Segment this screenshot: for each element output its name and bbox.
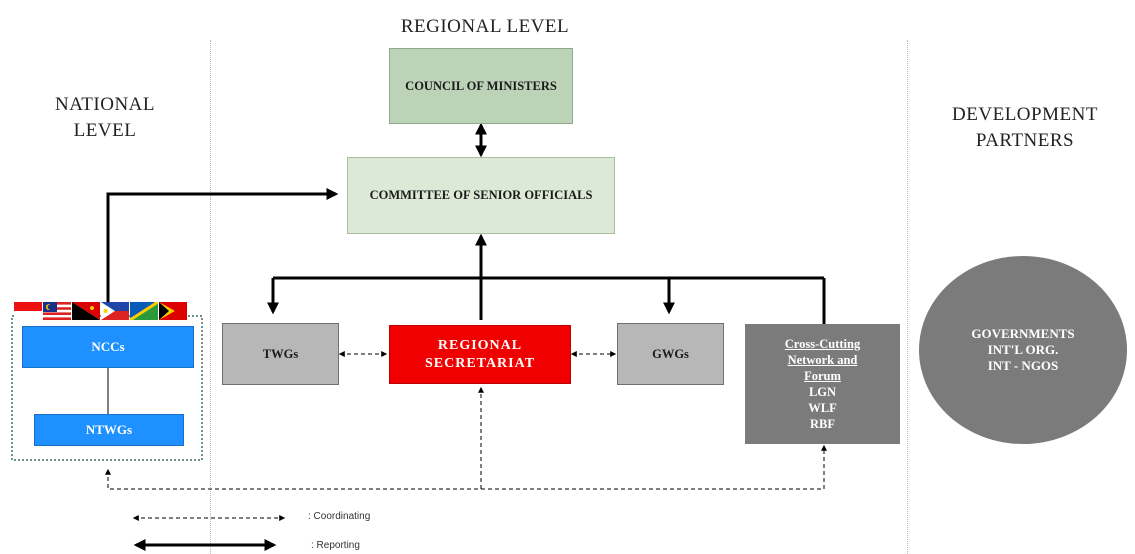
development-partners-circle: GOVERNMENTS INT'L ORG. INT - NGOS — [919, 256, 1127, 444]
cross-cutting-title-line2: Network and — [787, 353, 858, 367]
cross-cutting-title-line1: Cross-Cutting — [784, 337, 861, 351]
development-partners-heading: DEVELOPMENT PARTNERS — [952, 104, 1098, 151]
national-level-heading: NATIONAL LEVEL — [54, 94, 156, 141]
partners-line-intl-org: INT'L ORG. — [987, 342, 1059, 357]
divider-regional-partners — [907, 40, 908, 554]
regional-secretariat-box: REGIONAL SECRETARIAT — [389, 325, 571, 384]
council-of-ministers-box: COUNCIL OF MINISTERS — [389, 48, 573, 124]
philippines-flag — [101, 302, 129, 320]
gwgs-box: GWGs — [617, 323, 724, 385]
cross-cutting-item-rbf: RBF — [810, 417, 835, 431]
ntwgs-box: NTWGs — [34, 414, 184, 446]
cross-cutting-item-wlf: WLF — [808, 401, 837, 415]
coordinating-loop — [105, 444, 827, 490]
member-country-flags — [14, 302, 187, 320]
partners-line-governments: GOVERNMENTS — [971, 326, 1075, 341]
national-frame — [11, 315, 203, 461]
malaysia-flag — [43, 302, 71, 320]
nccs-box: NCCs — [22, 326, 194, 368]
partners-line-int-ngos: INT - NGOS — [987, 358, 1059, 373]
legend-reporting-label: : Reporting — [311, 540, 360, 551]
twgs-box: TWGs — [222, 323, 339, 385]
solomon-islands-flag — [130, 302, 158, 320]
reporting-arrow-ncc-cso — [106, 188, 339, 310]
cross-cutting-box: Cross-Cutting Network and Forum LGN WLF … — [745, 324, 900, 444]
papua-new-guinea-flag — [72, 302, 100, 320]
divider-national-regional — [210, 40, 211, 554]
cross-cutting-title-line3: Forum — [804, 369, 841, 383]
indonesia-flag — [14, 302, 42, 320]
timor-leste-flag — [159, 302, 187, 320]
cross-cutting-item-lgn: LGN — [808, 385, 837, 399]
regional-level-heading: REGIONAL LEVEL — [400, 16, 570, 37]
legend-coordinating-label: : Coordinating — [308, 511, 371, 522]
committee-of-senior-officials-box: COMMITTEE OF SENIOR OFFICIALS — [347, 157, 615, 234]
